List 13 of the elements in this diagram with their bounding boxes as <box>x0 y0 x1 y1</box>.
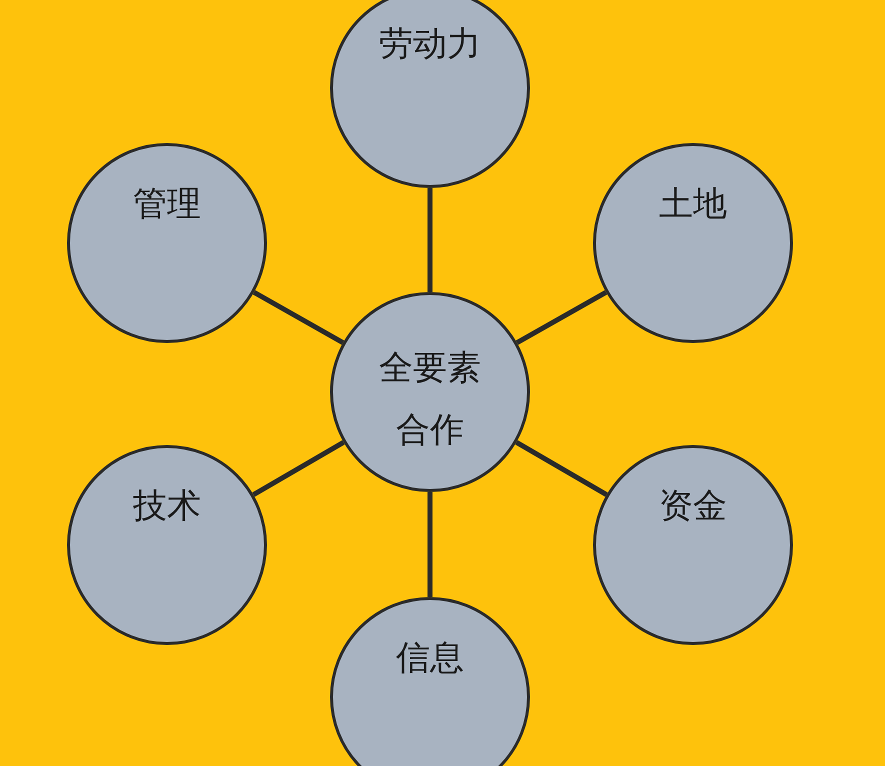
node-label: 资金 <box>658 485 728 528</box>
node-label: 劳动力 <box>378 23 482 66</box>
node-label: 信息 <box>395 637 465 680</box>
node-label: 技术 <box>132 485 202 528</box>
connector-line <box>516 290 608 345</box>
node-label: 全要素合作 <box>378 347 482 452</box>
connector-line <box>428 492 432 597</box>
connector-line <box>428 188 432 292</box>
connector-line <box>252 290 344 345</box>
connector-line <box>252 440 345 497</box>
node-label: 管理 <box>132 183 202 226</box>
node-label: 土地 <box>658 183 728 226</box>
connector-line <box>515 440 608 497</box>
